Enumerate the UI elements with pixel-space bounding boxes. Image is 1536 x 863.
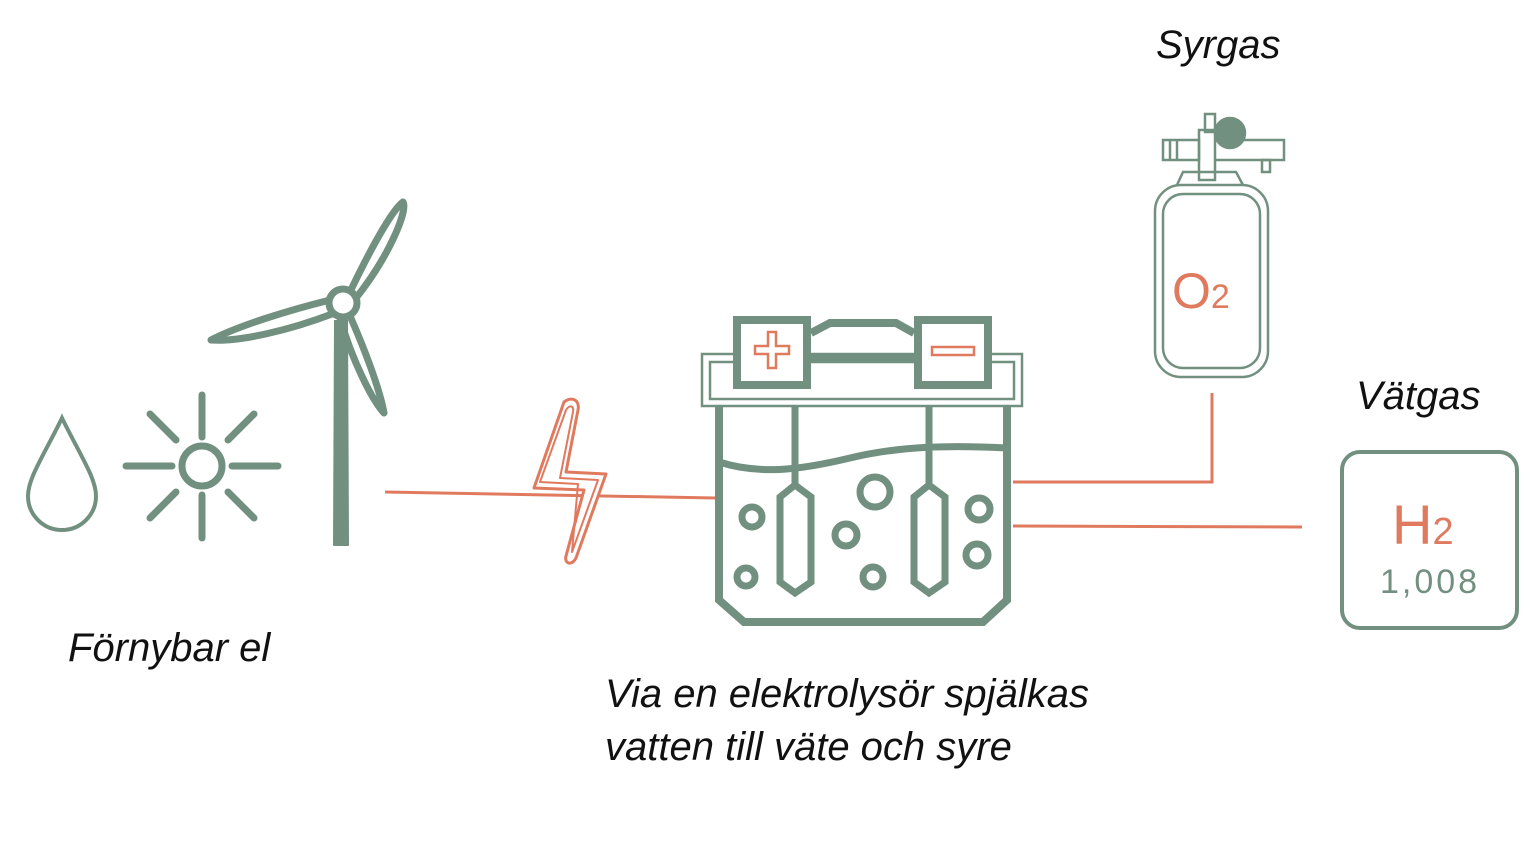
hydrogen-mass: 1,008 xyxy=(1380,563,1481,601)
caption: Via en elektrolysör spjälkas vatten till… xyxy=(605,668,1089,774)
wind-turbine-icon xyxy=(207,198,408,546)
caption-line-2: vatten till väte och syre xyxy=(605,725,1012,769)
sun-icon xyxy=(122,391,282,542)
water-drop-icon xyxy=(25,413,99,532)
lightning-icon xyxy=(532,397,608,565)
minus-sign-icon xyxy=(930,345,976,357)
power-line xyxy=(384,490,716,500)
oxygen-subscript: 2 xyxy=(1210,278,1230,316)
oxygen-label: Syrgas xyxy=(1156,23,1281,67)
oxygen-line xyxy=(1013,393,1214,484)
hydrogen-subscript: 2 xyxy=(1432,511,1454,553)
renewable-label: Förnybar el xyxy=(68,626,271,670)
hydrogen-symbol-letter: H xyxy=(1392,493,1433,556)
oxygen-symbol-letter: O xyxy=(1172,263,1211,319)
caption-line-1: Via en elektrolysör spjälkas xyxy=(605,672,1089,716)
plus-sign-icon xyxy=(753,330,791,370)
electrolyzer-icon xyxy=(700,316,1024,626)
hydrogen-line xyxy=(1012,524,1303,529)
oxygen-symbol: O2 xyxy=(1172,262,1230,320)
hydrogen-symbol: H2 xyxy=(1392,492,1454,557)
oxygen-tank-icon xyxy=(1153,112,1286,379)
hydrogen-label: Vätgas xyxy=(1356,374,1481,418)
electrode-signs xyxy=(753,330,976,370)
hydrogen-element-icon xyxy=(1340,450,1519,630)
